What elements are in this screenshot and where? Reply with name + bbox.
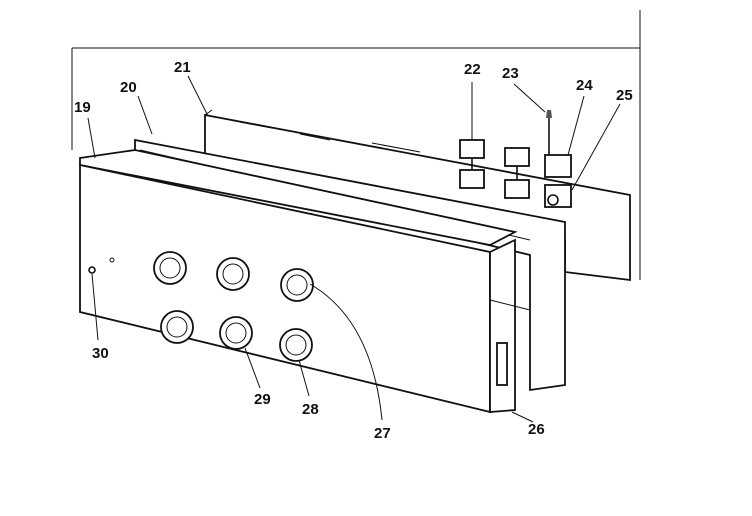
- callout-19: 19: [74, 99, 91, 116]
- frame-lines: [71, 10, 641, 280]
- callout-22: 22: [464, 61, 481, 78]
- callout-20: 20: [120, 79, 137, 96]
- knob: [280, 268, 314, 302]
- callout-26: 26: [528, 421, 545, 438]
- callout-21: 21: [174, 59, 191, 76]
- knob-row-top: [153, 251, 314, 302]
- callout-28: 28: [302, 401, 319, 418]
- switch-24: [544, 110, 572, 178]
- callout-27: 27: [374, 425, 391, 442]
- callout-labels: 19 20 21 22 23 24 25 26 27 28 29 30: [74, 59, 633, 442]
- callout-29: 29: [254, 391, 271, 408]
- knob: [279, 328, 313, 362]
- callout-24: 24: [576, 77, 593, 94]
- indicator-light: [88, 257, 115, 274]
- knob: [216, 257, 250, 291]
- knob-row-bottom: [160, 310, 313, 362]
- knob: [160, 310, 194, 344]
- knob: [219, 316, 253, 350]
- leader-lines: [87, 75, 621, 423]
- callout-30: 30: [92, 345, 109, 362]
- callout-25: 25: [616, 87, 633, 104]
- knob: [153, 251, 187, 285]
- switch-23: [504, 147, 530, 199]
- callout-23: 23: [502, 65, 519, 82]
- switch-25: [544, 184, 572, 208]
